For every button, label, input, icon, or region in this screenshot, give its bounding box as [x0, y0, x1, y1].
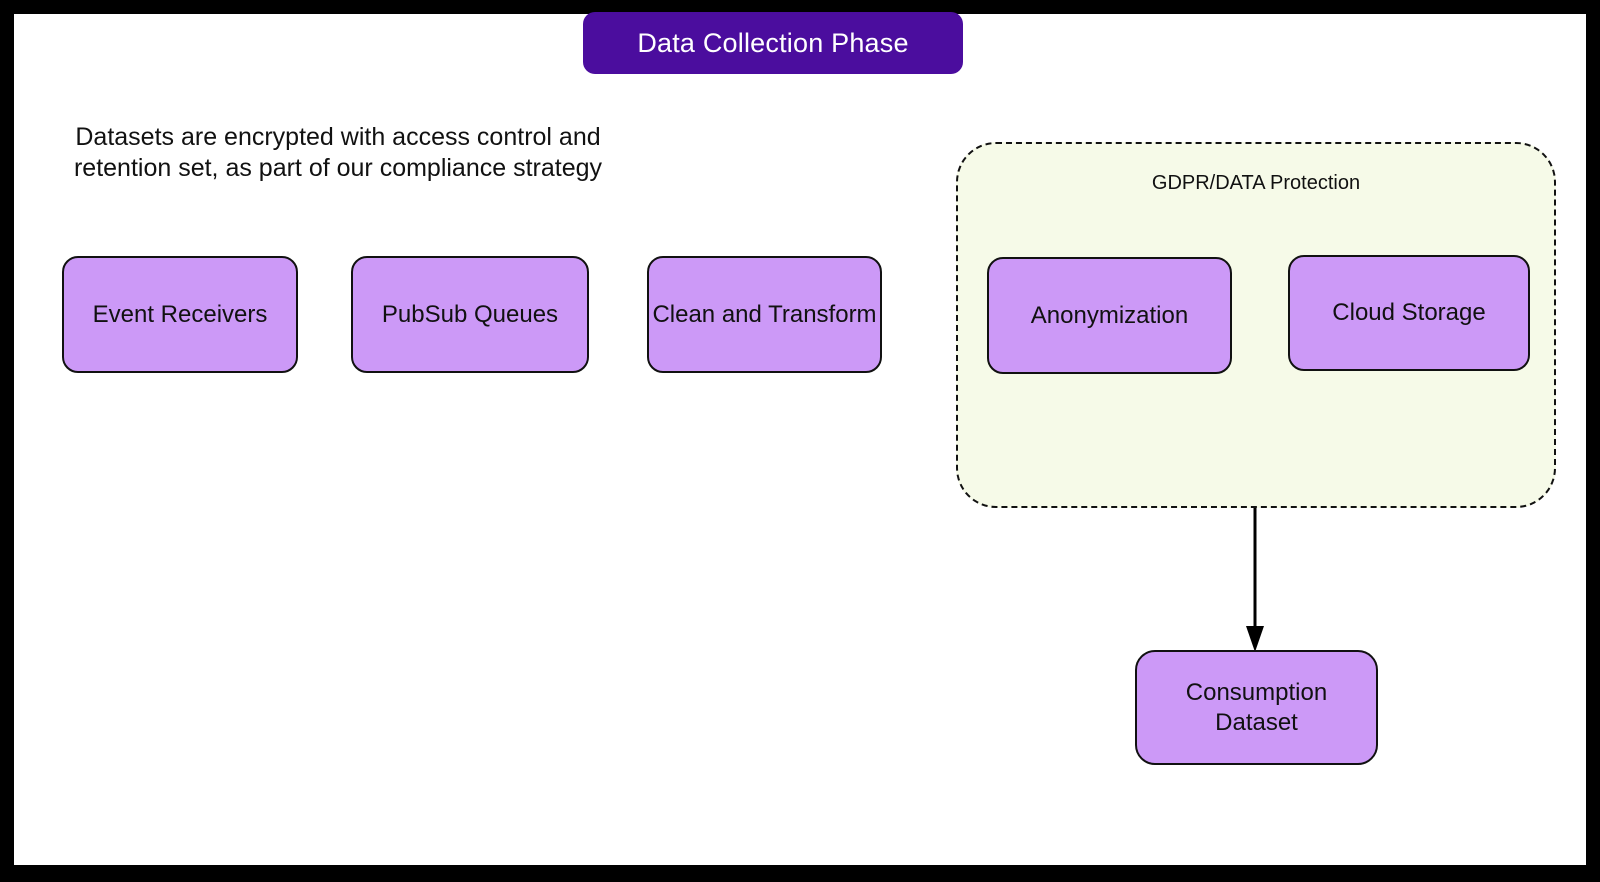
node-label: PubSub Queues — [381, 300, 559, 328]
node-label: Consumption Dataset — [1185, 678, 1328, 736]
node-clean-and-transform: Clean and Transform — [647, 256, 882, 373]
arrow-head-icon — [1246, 626, 1264, 652]
compliance-note: Datasets are encrypted with access contr… — [73, 123, 603, 182]
node-label: Clean and Transform — [652, 300, 877, 328]
node-label: Anonymization — [1030, 301, 1189, 329]
node-anonymization: Anonymization — [987, 257, 1232, 374]
arrow-gdpr-to-consumption-dataset — [1246, 508, 1264, 652]
node-pubsub-queues: PubSub Queues — [351, 256, 589, 373]
phase-title-label: Data Collection Phase — [637, 27, 909, 58]
gdpr-group-label: GDPR/DATA Protection — [1151, 172, 1361, 194]
node-label: Cloud Storage — [1332, 299, 1486, 326]
node-cloud-storage: Cloud Storage — [1288, 255, 1530, 371]
diagram-canvas: Data Collection Phase Datasets are encry… — [14, 12, 1586, 865]
node-consumption-dataset: Consumption Dataset — [1135, 650, 1378, 765]
phase-title-banner: Data Collection Phase — [583, 12, 963, 74]
node-label: Event Receivers — [92, 300, 268, 328]
node-event-receivers: Event Receivers — [62, 256, 298, 373]
